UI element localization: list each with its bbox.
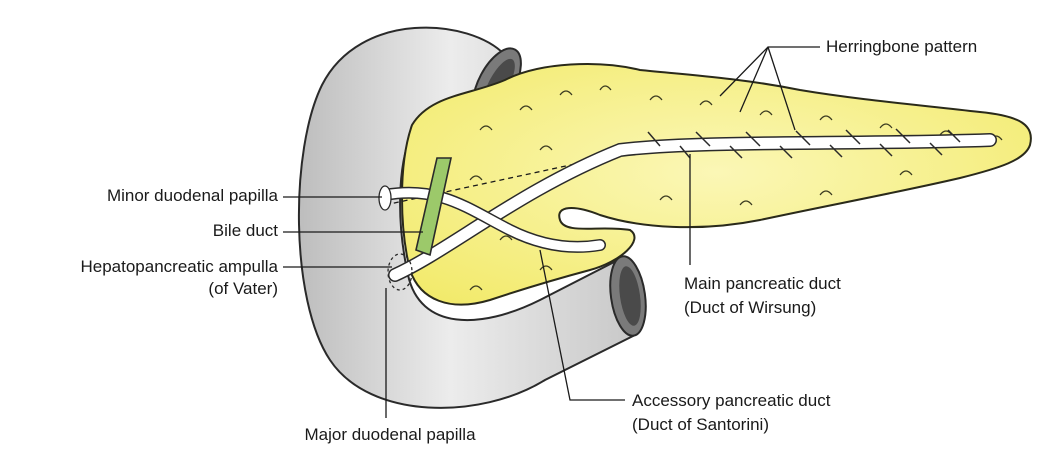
label-of-vater: (of Vater) [0, 278, 278, 300]
label-hepatopancreatic-ampulla: Hepatopancreatic ampulla [0, 256, 278, 278]
minor-papilla-marker [379, 186, 391, 210]
label-accessory-pancreatic-duct: Accessory pancreatic duct [632, 390, 830, 412]
label-duct-of-santorini: (Duct of Santorini) [632, 414, 769, 436]
label-main-pancreatic-duct: Main pancreatic duct [684, 273, 841, 295]
pancreas [402, 64, 1031, 305]
label-major-duodenal-papilla: Major duodenal papilla [260, 424, 520, 446]
label-herringbone-pattern: Herringbone pattern [826, 36, 977, 58]
label-minor-duodenal-papilla: Minor duodenal papilla [0, 185, 278, 207]
label-bile-duct: Bile duct [0, 220, 278, 242]
label-duct-of-wirsung: (Duct of Wirsung) [684, 297, 816, 319]
